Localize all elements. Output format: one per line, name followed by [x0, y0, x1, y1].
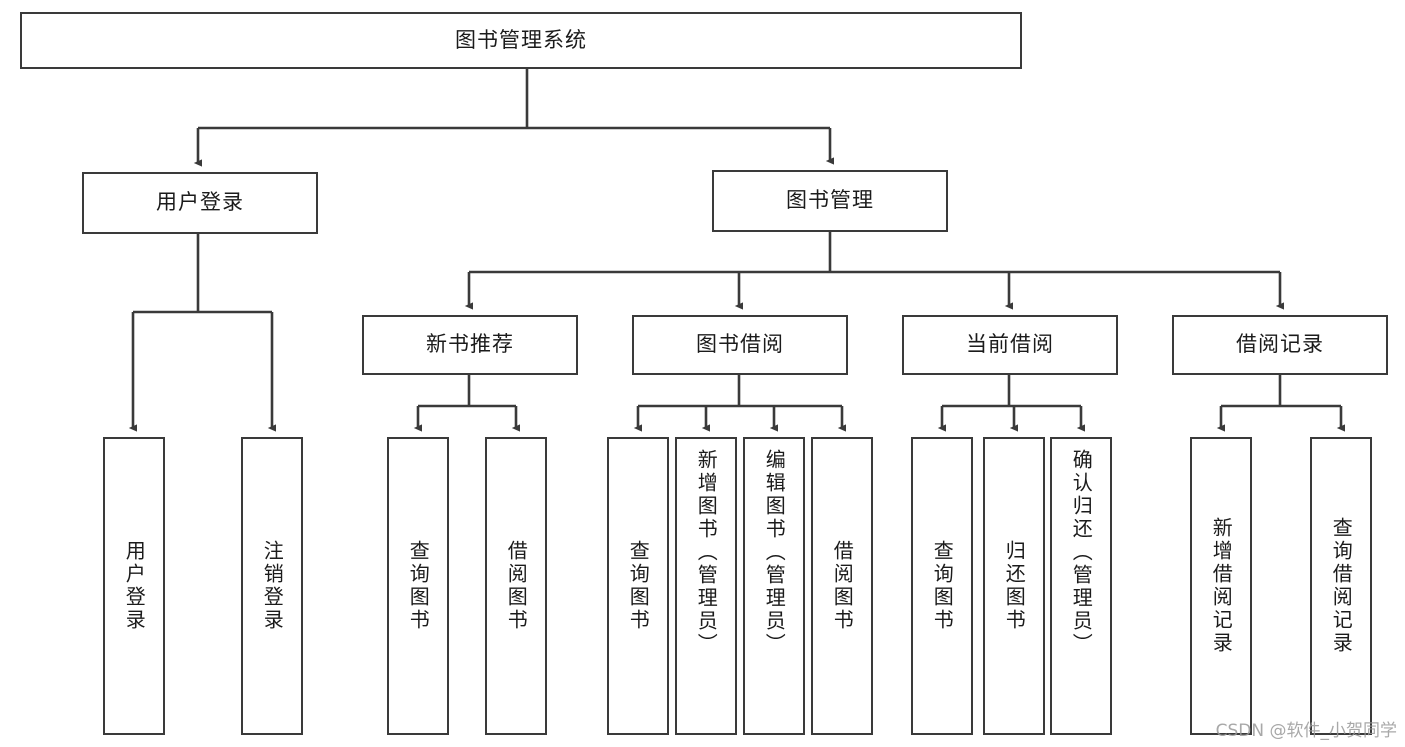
- node-leaf-borrow-book[interactable]: 借阅图书: [811, 437, 873, 735]
- node-leaf-query-book-recommend[interactable]: 查询图书: [387, 437, 449, 735]
- node-leaf-user-login[interactable]: 用户登录: [103, 437, 165, 735]
- node-book-borrow-label: 图书借阅: [696, 332, 784, 357]
- node-leaf-borrow-book-label: 借阅图书: [830, 540, 855, 632]
- node-book-manage-label: 图书管理: [786, 188, 874, 213]
- node-leaf-return-book-label: 归还图书: [1002, 540, 1027, 632]
- node-leaf-query-borrow-record[interactable]: 查询借阅记录: [1310, 437, 1372, 735]
- node-leaf-logout-label: 注销登录: [260, 540, 285, 632]
- node-user-login-label: 用户登录: [156, 190, 244, 215]
- node-leaf-borrow-book-recommend-label: 借阅图书: [504, 540, 529, 632]
- node-current-borrow[interactable]: 当前借阅: [902, 315, 1118, 375]
- node-leaf-borrow-book-recommend[interactable]: 借阅图书: [485, 437, 547, 735]
- node-leaf-add-book-admin-label: 新增图书（管理员）: [694, 449, 719, 656]
- node-leaf-logout[interactable]: 注销登录: [241, 437, 303, 735]
- node-leaf-return-book[interactable]: 归还图书: [983, 437, 1045, 735]
- node-book-borrow[interactable]: 图书借阅: [632, 315, 848, 375]
- node-leaf-edit-book-admin[interactable]: 编辑图书（管理员）: [743, 437, 805, 735]
- node-leaf-confirm-return-admin-label: 确认归还（管理员）: [1069, 449, 1094, 656]
- watermark-text: CSDN @软件_小贺同学: [1215, 721, 1397, 741]
- node-current-borrow-label: 当前借阅: [966, 332, 1054, 357]
- node-leaf-add-borrow-record[interactable]: 新增借阅记录: [1190, 437, 1252, 735]
- node-new-book-recommend-label: 新书推荐: [426, 332, 514, 357]
- node-root-label: 图书管理系统: [455, 27, 587, 52]
- node-root[interactable]: 图书管理系统: [20, 12, 1022, 69]
- node-leaf-add-book-admin[interactable]: 新增图书（管理员）: [675, 437, 737, 735]
- node-leaf-query-borrow-record-label: 查询借阅记录: [1329, 517, 1354, 655]
- node-leaf-query-book-recommend-label: 查询图书: [406, 540, 431, 632]
- node-leaf-add-borrow-record-label: 新增借阅记录: [1209, 517, 1234, 655]
- node-borrow-record-label: 借阅记录: [1236, 332, 1324, 357]
- node-leaf-query-book-borrow-label: 查询图书: [626, 540, 651, 632]
- node-borrow-record[interactable]: 借阅记录: [1172, 315, 1388, 375]
- node-new-book-recommend[interactable]: 新书推荐: [362, 315, 578, 375]
- node-book-manage[interactable]: 图书管理: [712, 170, 948, 232]
- node-leaf-query-book-current[interactable]: 查询图书: [911, 437, 973, 735]
- node-user-login[interactable]: 用户登录: [82, 172, 318, 234]
- node-leaf-query-book-borrow[interactable]: 查询图书: [607, 437, 669, 735]
- node-leaf-edit-book-admin-label: 编辑图书（管理员）: [762, 449, 787, 656]
- node-leaf-user-login-label: 用户登录: [122, 540, 147, 632]
- node-leaf-query-book-current-label: 查询图书: [930, 540, 955, 632]
- node-leaf-confirm-return-admin[interactable]: 确认归还（管理员）: [1050, 437, 1112, 735]
